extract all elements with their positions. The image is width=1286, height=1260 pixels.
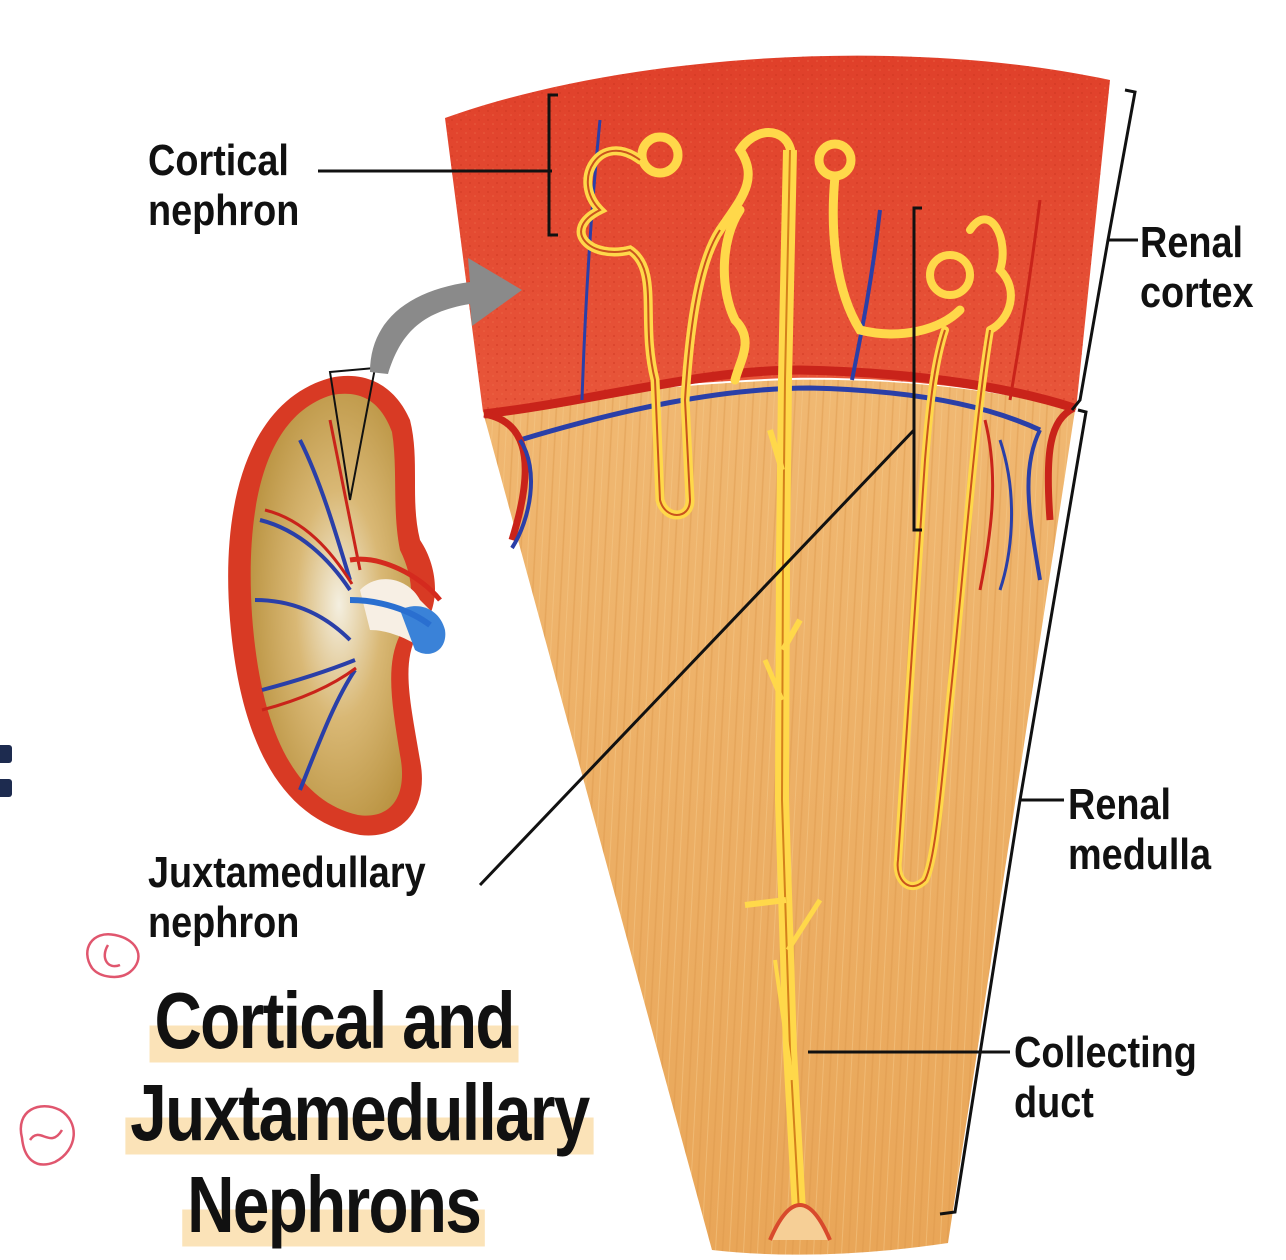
label-line: Cortical <box>148 136 299 186</box>
slide-colon-fragment <box>0 745 16 813</box>
label-collecting-duct: Collecting duct <box>1014 1028 1197 1128</box>
label-line: Renal <box>1140 218 1254 268</box>
title-line: Nephrons <box>183 1159 486 1251</box>
label-renal-medulla: Renal medulla <box>1068 780 1211 880</box>
label-line: nephron <box>148 898 426 948</box>
label-line: nephron <box>148 186 299 236</box>
label-line: Renal <box>1068 780 1211 830</box>
title-line: Juxtamedullary <box>125 1067 593 1159</box>
label-line: medulla <box>1068 830 1211 880</box>
label-cortical-nephron: Cortical nephron <box>148 136 299 236</box>
label-line: Juxtamedullary <box>148 848 426 898</box>
label-line: duct <box>1014 1078 1197 1128</box>
kidney-thumbnail <box>228 368 445 836</box>
label-line: Collecting <box>1014 1028 1197 1078</box>
label-renal-cortex: Renal cortex <box>1140 218 1254 318</box>
label-juxtamedullary-nephron: Juxtamedullary nephron <box>148 848 426 948</box>
label-line: cortex <box>1140 268 1254 318</box>
diagram-title: Cortical and Juxtamedullary Nephrons <box>74 975 594 1251</box>
title-line: Cortical and <box>149 975 518 1067</box>
